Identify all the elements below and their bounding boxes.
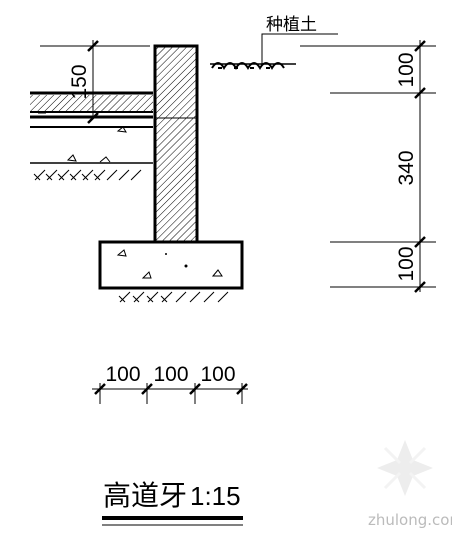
title-name: 高道牙 (103, 479, 187, 512)
dimension-bottom-3: 100 (200, 363, 235, 386)
dimension-right-top: 100 (395, 52, 418, 87)
left-dimension: 150 (40, 40, 150, 124)
drawing-title: 高道牙 1:15 (102, 479, 243, 526)
pavement-layers (30, 91, 153, 181)
planting-soil-label: 种植土 (266, 15, 317, 35)
dimension-bottom-2: 100 (153, 363, 188, 386)
right-dimension-chain: 100 340 100 (300, 40, 436, 293)
concrete-foundation (98, 240, 244, 303)
dimension-right-bottom: 100 (395, 246, 418, 281)
dimension-right-middle: 340 (395, 150, 418, 185)
watermark-text: zhulong.com (368, 511, 452, 529)
watermark: zhulong.com (368, 440, 452, 529)
curb-stone (153, 44, 199, 244)
title-scale: 1:15 (190, 481, 241, 511)
surface-course-hatch (30, 95, 153, 112)
planting-soil: 种植土 (210, 15, 338, 70)
bottom-dimension-chain: 100 100 100 (92, 363, 248, 404)
watermark-logo-icon (377, 440, 433, 496)
dimension-bottom-1: 100 (105, 363, 140, 386)
dimension-left-150: 150 (68, 64, 91, 99)
